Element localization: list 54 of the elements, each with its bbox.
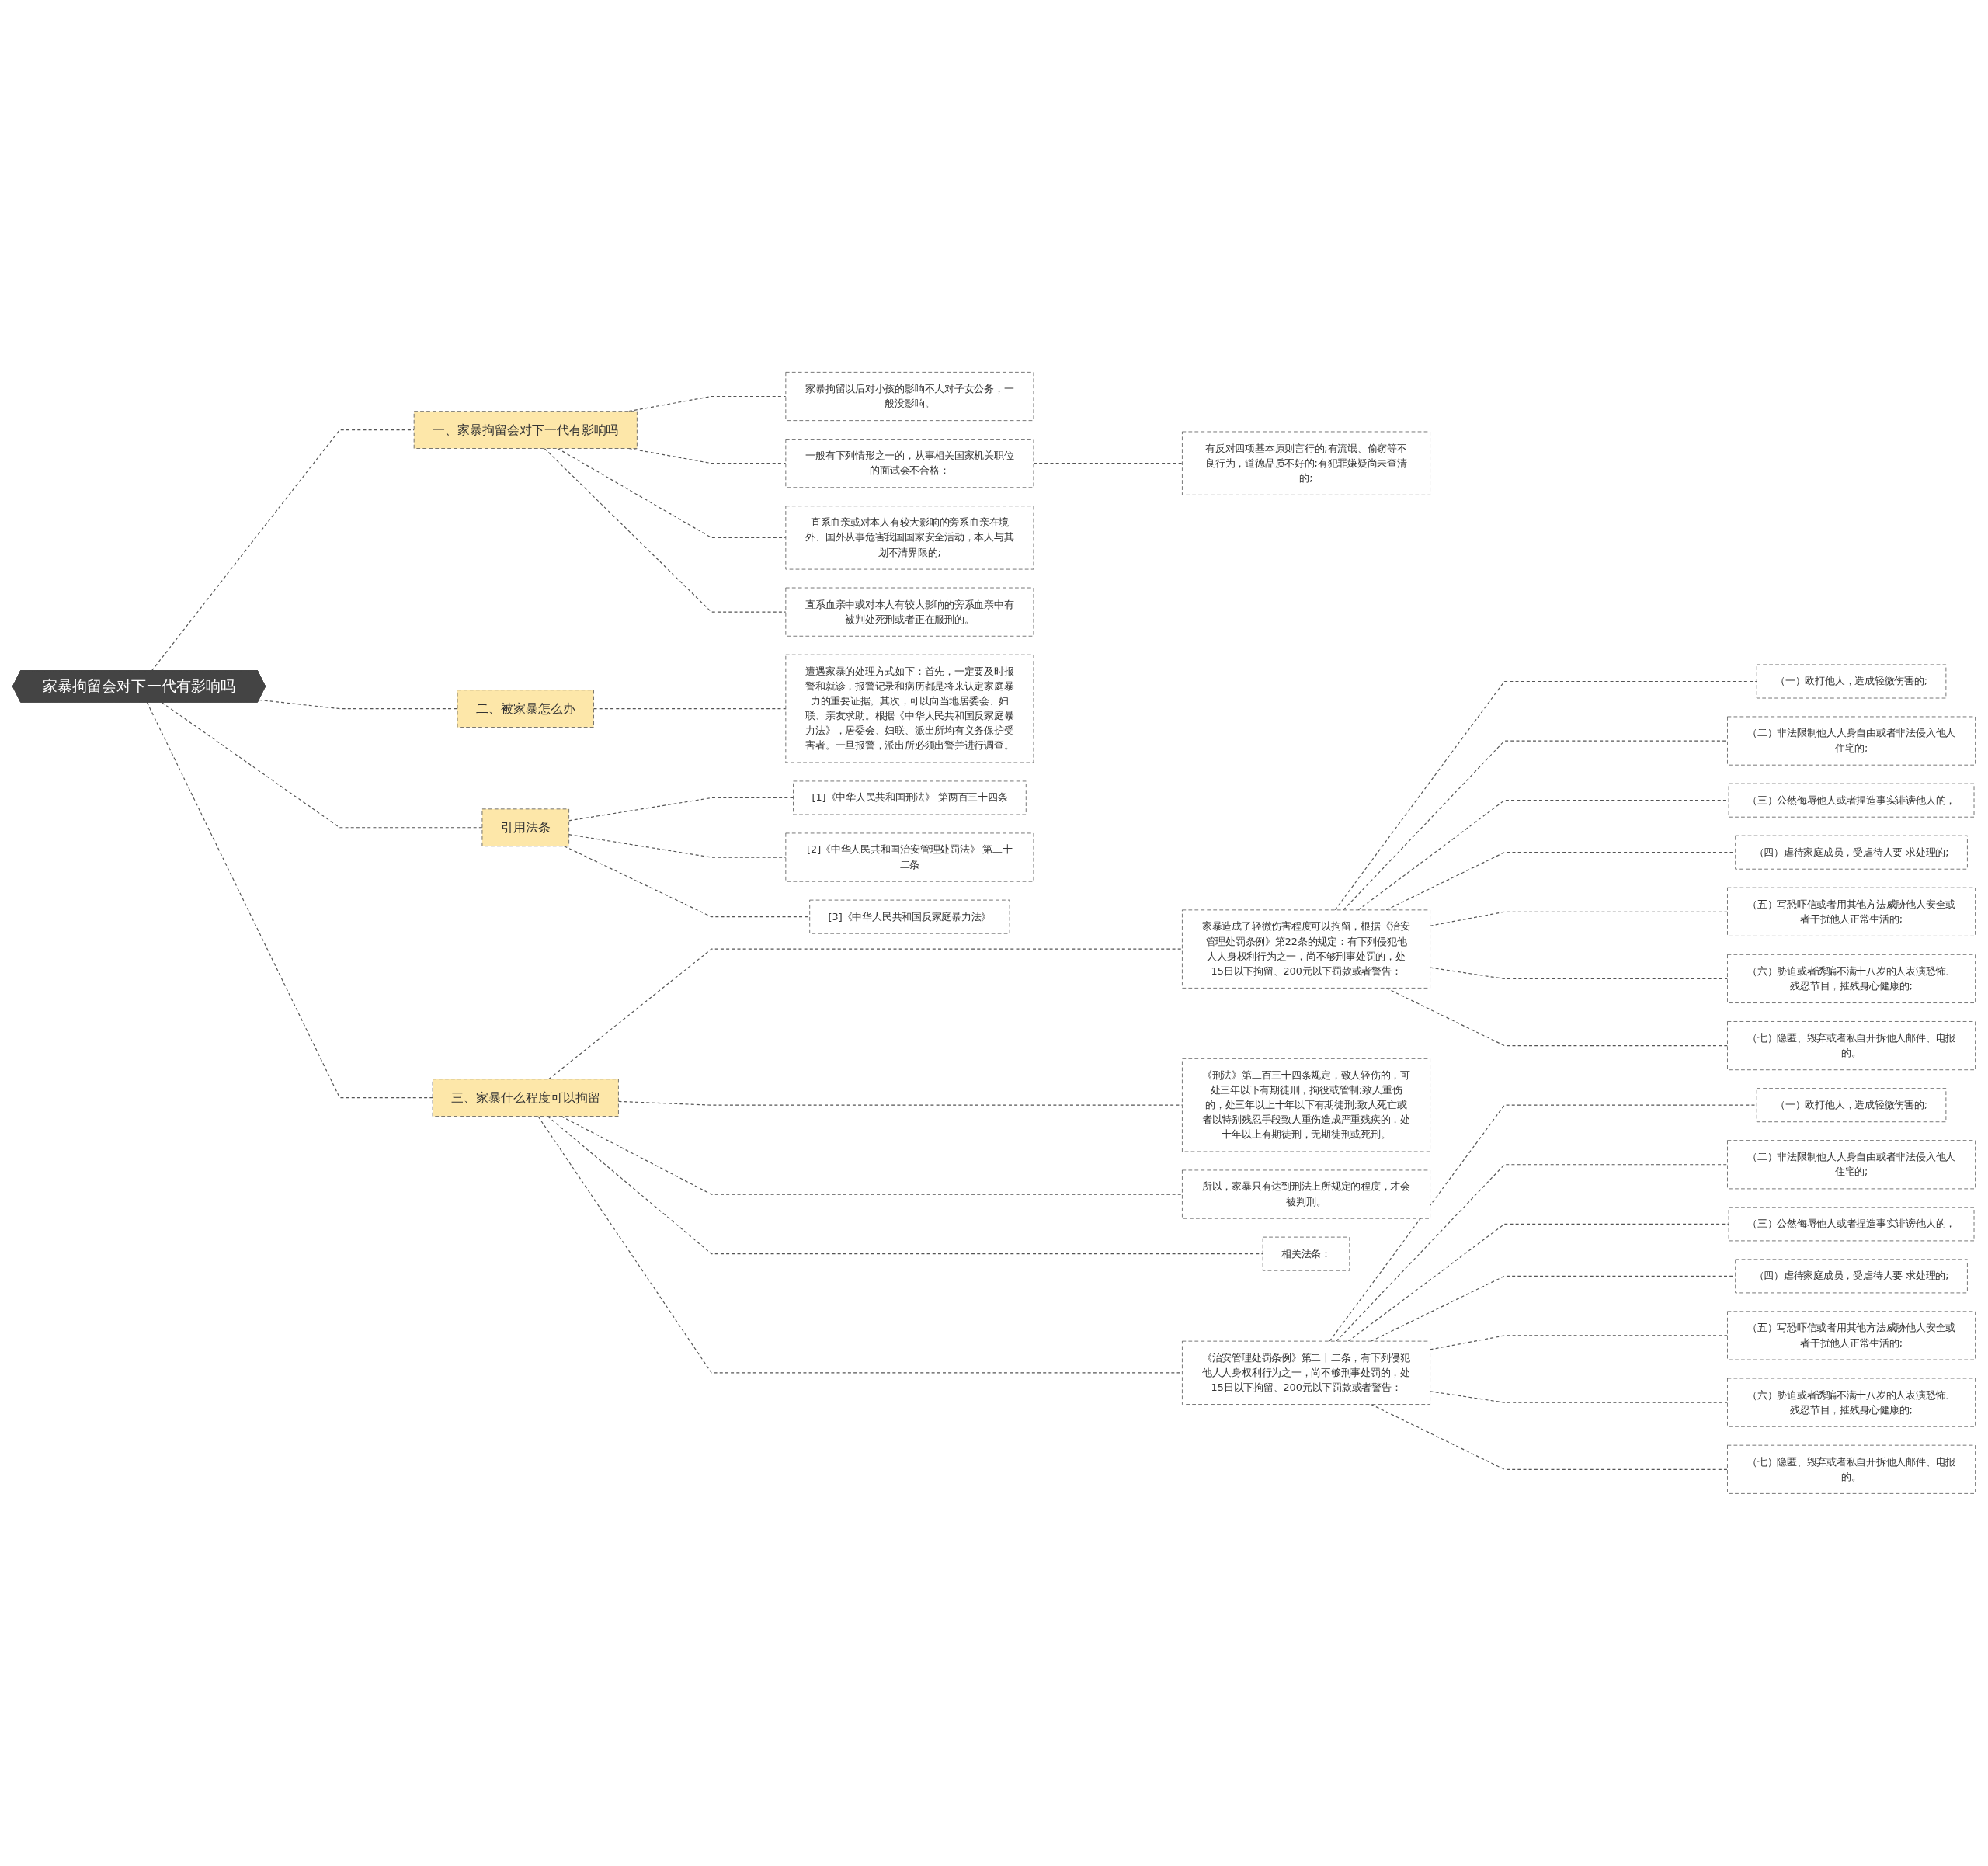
connector [564, 846, 811, 918]
node-box: （七）隐匿、毁弃或者私自开拆他人邮件、电报的。 [1727, 1444, 1976, 1494]
node-box: 二、被家暴怎么办 [457, 690, 594, 728]
node-box: （一）欧打他人，造成轻微伤害的; [1756, 664, 1947, 699]
node-box: 一、家暴拘留会对下一代有影响吗 [413, 411, 638, 449]
connector [1385, 987, 1729, 1047]
connector [1370, 1404, 1729, 1470]
node-box: 相关法条： [1262, 1236, 1350, 1271]
node-box: 一般有下列情形之一的，从事相关国家机关职位的面试会不合格： [785, 439, 1034, 488]
connector [544, 448, 787, 613]
connector [568, 797, 794, 822]
connector [1429, 1391, 1729, 1403]
node-box: （五）写恐吓信或者用其他方法威胁他人安全或者干扰他人正常生活的; [1727, 887, 1976, 936]
node-box: （三）公然侮辱他人或者捏造事实诽谤他人的， [1728, 1207, 1975, 1242]
node-box: （六）胁迫或者诱骗不满十八岁的人表演恐怖、残忍节目，摧残身心健康的; [1727, 954, 1976, 1004]
connector [561, 1116, 1183, 1195]
node-box: 家暴拘留以后对小孩的影响不大对子女公务，一般没影响。 [785, 372, 1034, 422]
node-box: [3]《中华人民共和国反家庭暴力法》 [809, 899, 1010, 934]
node-box: 直系血亲中或对本人有较大影响的旁系血亲中有被判处死刑或者正在服刑的。 [785, 587, 1034, 637]
connector [537, 1116, 1183, 1374]
node-box: 引用法条 [481, 808, 569, 847]
node-box: 三、家暴什么程度可以拘留 [432, 1079, 619, 1117]
node-box: [1]《中华人民共和国刑法》 第两百三十四条 [793, 780, 1027, 815]
node-box: （二）非法限制他人人身自由或者非法侵入他人住宅的; [1727, 1140, 1976, 1190]
node-box: 遭遇家暴的处理方式如下：首先，一定要及时报警和就诊，报警记录和病历都是将来认定家庭暴力的重要证据。其次，可以向当地居委会、妇联、亲友求助。根据《中华人民共和国反家庭暴力法》，居委会、妇联、派出所均有义务保护受害者。一旦报警，派出所必须出警并进行调查。 [785, 654, 1034, 763]
node-box: （一）欧打他人，造成轻微伤害的; [1756, 1088, 1947, 1123]
connector [1429, 967, 1729, 980]
connector [1334, 681, 1757, 911]
connector [1033, 463, 1183, 464]
node-box: 家暴造成了轻微伤害程度可以拘留，根据《治安管理处罚条例》第22条的规定：有下列侵犯他人人身权利行为之一，尚不够刑事处罚的，处15日以下拘留、200元以下罚款或者警告： [1182, 909, 1430, 989]
connector [593, 708, 787, 710]
node-box: （六）胁迫或者诱骗不满十八岁的人表演恐怖、残忍节目，摧残身心健康的; [1727, 1378, 1976, 1427]
node-box: [2]《中华人民共和国治安管理处罚法》 第二十二条 [785, 832, 1034, 882]
node-box: （四）虐待家庭成员，受虐待人要 求处理的; [1735, 1259, 1968, 1294]
connector [258, 699, 458, 710]
node-box: （四）虐待家庭成员，受虐待人要 求处理的; [1735, 835, 1968, 870]
connector [1429, 1335, 1729, 1350]
node-box: 直系血亲或对本人有较大影响的旁系血亲在境外、国外从事危害我国国家安全活动，本人与其划不清界限的; [785, 506, 1034, 570]
node-box: 《刑法》第二百三十四条规定，致人轻伤的，可处三年以下有期徒刑，拘役或管制;致人重伤的，处三年以上十年以下有期徒刑;致人死亡或者以特别残忍手段致人重伤造成严重残疾的，处十年以上有期徒刑，无期徒刑或死刑。 [1182, 1058, 1430, 1152]
node-box: 《治安管理处罚条例》第二十二条，有下列侵犯他人人身权利行为之一，尚不够刑事处罚的，处15日以下拘留、200元以下罚款或者警告： [1182, 1340, 1430, 1406]
node-box: （五）写恐吓信或者用其他方法威胁他人安全或者干扰他人正常生活的; [1727, 1311, 1976, 1360]
connector [1329, 1104, 1757, 1342]
node-box: （二）非法限制他人人身自由或者非法侵入他人住宅的; [1727, 716, 1976, 766]
connector [547, 1116, 1263, 1255]
node-box: （七）隐匿、毁弃或者私自开拆他人邮件、电报的。 [1727, 1021, 1976, 1071]
connector [557, 448, 787, 539]
node-box: 所以，家暴只有达到刑法上所规定的程度，才会被判刑。 [1182, 1169, 1430, 1219]
node-box: （三）公然侮辱他人或者捏造事实诽谤他人的， [1728, 783, 1975, 818]
connector [1429, 911, 1729, 926]
connector [146, 702, 433, 1099]
connector [1343, 740, 1729, 911]
node-box: 有反对四项基本原则言行的;有流氓、偷窃等不良行为，道德品质不好的;有犯罪嫌疑尚未查清的; [1182, 431, 1430, 495]
connector [161, 702, 483, 829]
connector [548, 948, 1183, 1080]
